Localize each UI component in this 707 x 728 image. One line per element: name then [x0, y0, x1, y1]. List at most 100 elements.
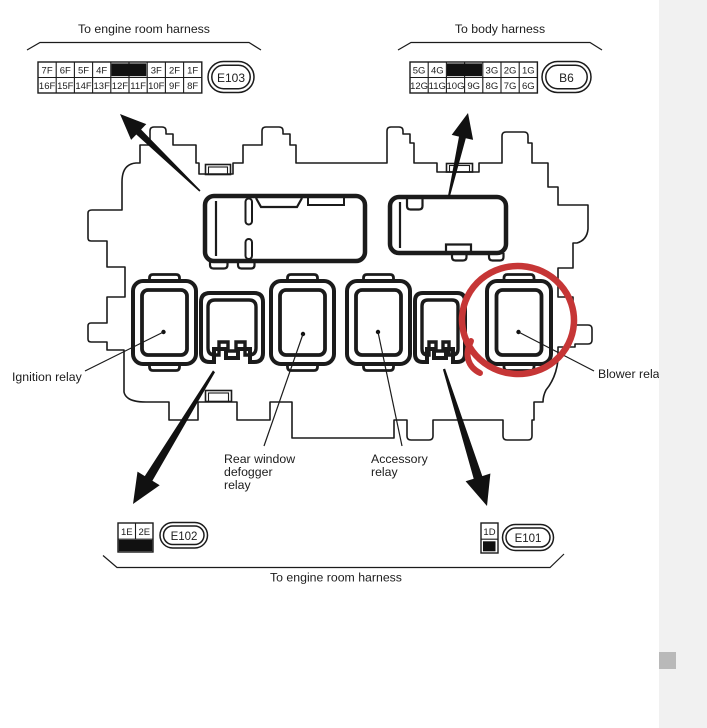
relay-tab — [286, 362, 319, 372]
pointer-line-accessory — [377, 331, 403, 447]
arrow-to-b6 — [448, 113, 474, 197]
socket-outline — [387, 194, 509, 256]
socket-slot — [244, 238, 253, 260]
scrollbar-thumb[interactable] — [659, 652, 676, 669]
label-rear-defogger-line1: Rear window — [224, 452, 295, 466]
grid-cell-blocked — [118, 539, 153, 552]
oval-inner — [211, 64, 251, 90]
edge-lock-tabs — [204, 162, 474, 403]
relay-inner — [206, 298, 258, 357]
oval-inner — [545, 64, 588, 90]
harness-bracket-top-left — [26, 41, 262, 51]
relay-inner — [140, 288, 189, 357]
grid-cell: 9G — [467, 81, 480, 92]
grid-cell-blocked — [483, 541, 496, 552]
harness-label-top-left: To engine room harness — [78, 22, 210, 36]
relay-tab — [148, 362, 181, 372]
grid-cell: 3G — [486, 66, 499, 77]
relay-outer — [199, 291, 265, 364]
grid-lines — [38, 62, 202, 93]
socket-foot — [487, 253, 505, 262]
socket-outline — [202, 193, 368, 264]
socket-key-notch — [255, 197, 303, 209]
relay-inner — [354, 288, 403, 357]
relay-outer — [269, 279, 336, 366]
label-ignition-relay: Ignition relay — [12, 370, 83, 384]
accessory-relay-socket — [345, 273, 412, 372]
label-rear-defogger-line2: defogger — [224, 465, 273, 479]
oval-inner — [162, 525, 205, 546]
grid-cell: 1E — [121, 527, 133, 538]
relay-inner — [278, 288, 327, 357]
oval-outer — [501, 523, 555, 552]
lock-tab-inner — [448, 164, 471, 173]
lock-tab-inner — [207, 392, 230, 403]
label-blower-relay: Blower rela — [598, 367, 660, 381]
socket-foot — [450, 253, 468, 262]
grid-cell: 2E — [138, 527, 150, 538]
socket-foot — [236, 261, 256, 270]
body-harness-socket — [387, 194, 509, 262]
grid-cell: 6G — [522, 81, 535, 92]
grid-cell: 10G — [447, 81, 465, 92]
grid-cell: 7G — [504, 81, 517, 92]
grid-cell: 6F — [60, 66, 71, 77]
oval-inner — [505, 527, 551, 548]
relay-tab — [362, 362, 395, 372]
pointer-line-rear-defogger — [263, 333, 304, 447]
scrollbar-track[interactable] — [659, 0, 707, 728]
grid-cell: 3F — [151, 66, 162, 77]
socket-bottom-notch — [444, 243, 473, 251]
pointer-line-ignition — [84, 331, 164, 372]
grid-cell: 12F — [112, 81, 129, 92]
relay-inner — [494, 288, 544, 357]
lock-tab — [445, 162, 474, 173]
grid-cell: 12G — [410, 81, 428, 92]
relay-callouts: Ignition relay Rear window defogger rela… — [12, 329, 660, 492]
relay-tab — [286, 273, 319, 283]
socket-key-step — [307, 198, 345, 206]
grid-cell: 16F — [39, 81, 56, 92]
lock-tab — [204, 389, 233, 403]
grid-cell: 1D — [483, 527, 495, 538]
harness-bracket-bottom — [102, 553, 565, 569]
red-circle-annotation — [458, 262, 578, 378]
ignition-relay-socket — [131, 273, 198, 372]
grid-lines — [410, 62, 538, 93]
annotation-tail — [464, 338, 483, 376]
grid-cell: 8G — [486, 81, 499, 92]
grid-cell: 2G — [504, 66, 517, 77]
socket-slot — [244, 197, 253, 226]
grid-cell: 10F — [148, 81, 165, 92]
lock-tab-inner — [207, 166, 229, 176]
connector-oval-e103: E103 — [207, 60, 255, 94]
socket-key-tab — [405, 199, 424, 211]
grid-lines — [118, 523, 153, 540]
connector-id: E101 — [515, 533, 542, 545]
grid-cell: 15F — [57, 81, 74, 92]
label-rear-defogger-line3: relay — [224, 478, 252, 492]
relay-tab — [148, 273, 181, 283]
arrow-to-e102 — [133, 370, 215, 504]
grid-cell: 11F — [130, 81, 146, 92]
relay-tab — [362, 273, 395, 283]
connector-grid-b6: 5G 4G 3G 2G 1G 12G 11G 10G 9G 8G 7G 6G — [409, 61, 539, 94]
oval-outer — [541, 60, 592, 94]
connector-oval-e102: E102 — [159, 521, 209, 549]
grid-cell-blocked — [447, 63, 482, 77]
arrow-to-e103 — [120, 114, 201, 192]
grid-cell: 1F — [187, 66, 198, 77]
connector-oval-e101: E101 — [501, 523, 555, 552]
small-relay-socket-1 — [199, 291, 265, 364]
label-accessory-line1: Accessory — [371, 452, 429, 466]
grid-cell: 14F — [75, 81, 92, 92]
harness-bracket-top-right — [397, 41, 603, 51]
grid-cell: 11G — [429, 81, 446, 92]
connector-grid-e103: 7F 6F 5F 4F 3F 2F 1F 16F 15F 14F 13F 12F… — [37, 61, 203, 94]
connector-id: B6 — [559, 71, 574, 85]
oval-outer — [207, 60, 255, 94]
socket-foot — [208, 261, 229, 270]
small-relay-socket-2 — [413, 291, 467, 364]
relay-outer — [345, 279, 412, 366]
